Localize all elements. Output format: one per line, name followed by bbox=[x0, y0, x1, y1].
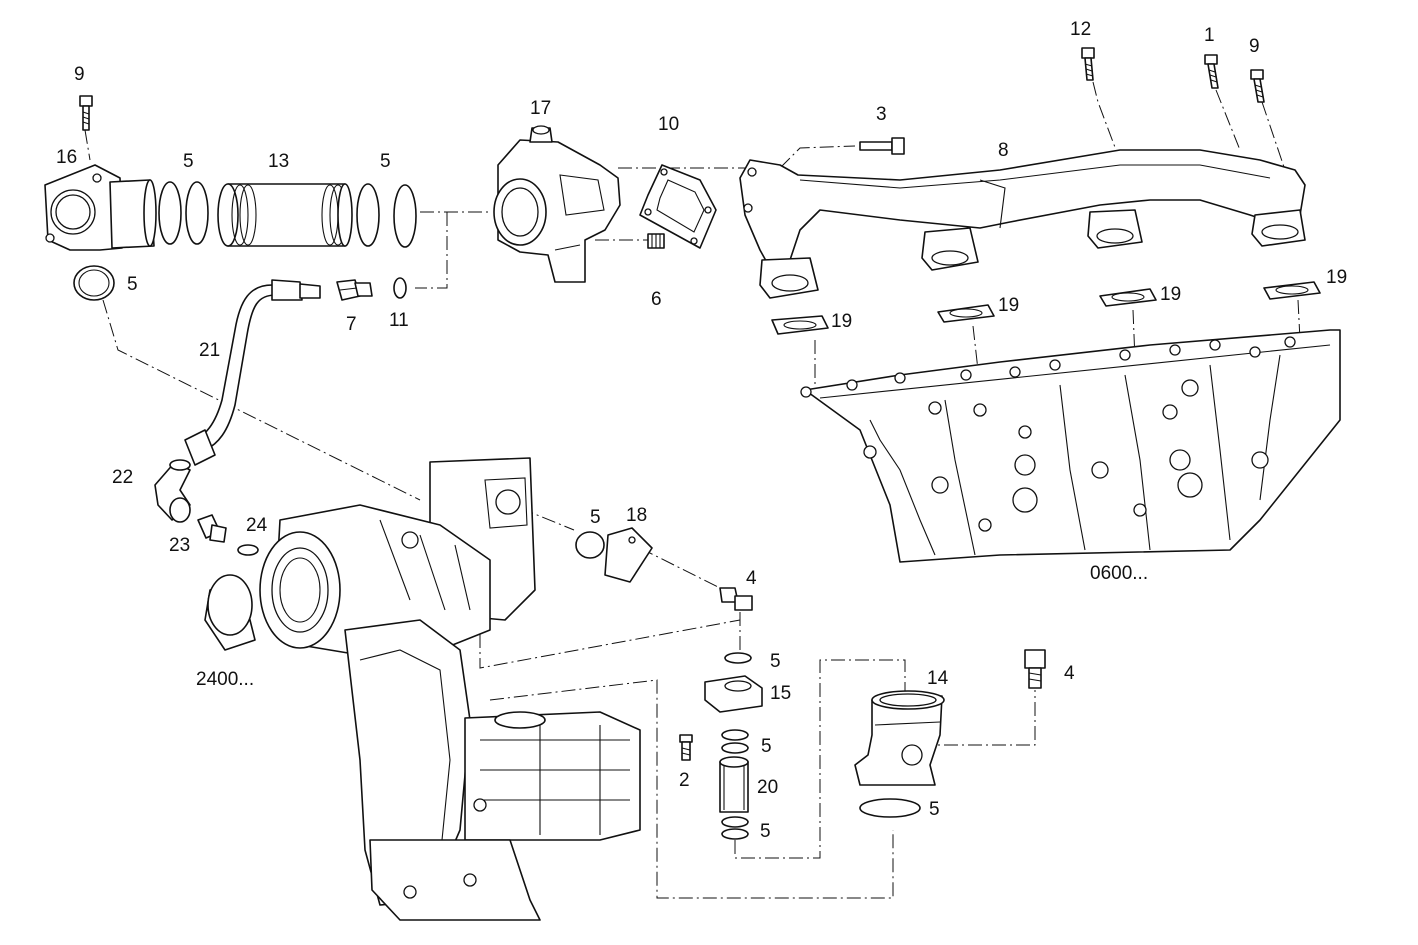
callout-4-right: 4 bbox=[1064, 663, 1075, 684]
bolts-top-right bbox=[1081, 47, 1265, 103]
reference-turbo: 2400... bbox=[196, 669, 254, 690]
callout-1: 1 bbox=[1204, 25, 1215, 46]
callout-12: 12 bbox=[1070, 19, 1091, 40]
callout-15: 15 bbox=[770, 683, 791, 704]
callout-23: 23 bbox=[169, 535, 190, 556]
elbow-14 bbox=[854, 690, 945, 818]
elbow-22 bbox=[154, 459, 191, 523]
callout-8: 8 bbox=[998, 140, 1009, 161]
callout-7: 7 bbox=[346, 314, 357, 335]
turbocharger bbox=[204, 457, 641, 921]
fitting-23 bbox=[197, 514, 227, 543]
callout-16: 16 bbox=[56, 147, 77, 168]
bolt-9-left bbox=[79, 95, 93, 131]
o-ring-24 bbox=[237, 544, 259, 556]
housing-17 bbox=[493, 125, 621, 283]
callout-9-left: 9 bbox=[74, 64, 85, 85]
callout-5-a: 5 bbox=[183, 151, 194, 172]
callout-5-b: 5 bbox=[380, 151, 391, 172]
callout-5-e: 5 bbox=[770, 651, 781, 672]
callout-13: 13 bbox=[268, 151, 289, 172]
callout-19-c: 19 bbox=[1160, 284, 1181, 305]
gaskets-19 bbox=[771, 281, 1321, 335]
callout-5-f: 5 bbox=[761, 736, 772, 757]
callout-11: 11 bbox=[389, 310, 409, 331]
callout-5-g: 5 bbox=[760, 821, 771, 842]
flange-elbow-16 bbox=[44, 164, 157, 251]
bolt-3 bbox=[859, 137, 905, 155]
callout-17: 17 bbox=[530, 98, 551, 119]
callout-5-c: 5 bbox=[127, 274, 138, 295]
callout-10: 10 bbox=[658, 114, 679, 135]
sleeve-13 bbox=[217, 183, 353, 247]
callout-22: 22 bbox=[112, 467, 133, 488]
callout-20: 20 bbox=[757, 777, 778, 798]
callout-19-a: 19 bbox=[831, 311, 852, 332]
o-rings-upper bbox=[73, 181, 417, 301]
callout-4-center: 4 bbox=[746, 568, 757, 589]
fitting-7 bbox=[336, 279, 373, 301]
callout-19-b: 19 bbox=[998, 295, 1019, 316]
bolt-4-center bbox=[719, 587, 753, 611]
manifold-8 bbox=[739, 149, 1306, 299]
callout-5-h: 5 bbox=[929, 799, 940, 820]
plug-6 bbox=[647, 233, 665, 249]
callout-21: 21 bbox=[199, 340, 220, 361]
bracket-15 bbox=[704, 652, 763, 754]
callout-labels: 9 16 5 13 5 5 17 10 3 8 12 1 9 6 7 11 21… bbox=[56, 19, 1347, 842]
callout-14: 14 bbox=[927, 668, 949, 689]
callout-3: 3 bbox=[876, 104, 887, 125]
screw-2 bbox=[679, 734, 693, 761]
pipe-21 bbox=[184, 279, 321, 466]
callout-19-d: 19 bbox=[1326, 267, 1347, 288]
reference-head: 0600... bbox=[1090, 563, 1148, 584]
callout-6: 6 bbox=[651, 289, 662, 310]
callout-5-d: 5 bbox=[590, 507, 601, 528]
bolt-4-right bbox=[1024, 649, 1046, 689]
callout-9-right: 9 bbox=[1249, 36, 1260, 57]
gasket-10 bbox=[639, 164, 717, 249]
cylinder-head bbox=[800, 329, 1341, 563]
callout-18: 18 bbox=[626, 505, 647, 526]
callout-24: 24 bbox=[246, 515, 268, 536]
o-ring-11 bbox=[393, 277, 407, 299]
ring-and-cover-18 bbox=[575, 527, 653, 583]
tube-20 bbox=[719, 756, 749, 840]
callout-2: 2 bbox=[679, 770, 690, 791]
